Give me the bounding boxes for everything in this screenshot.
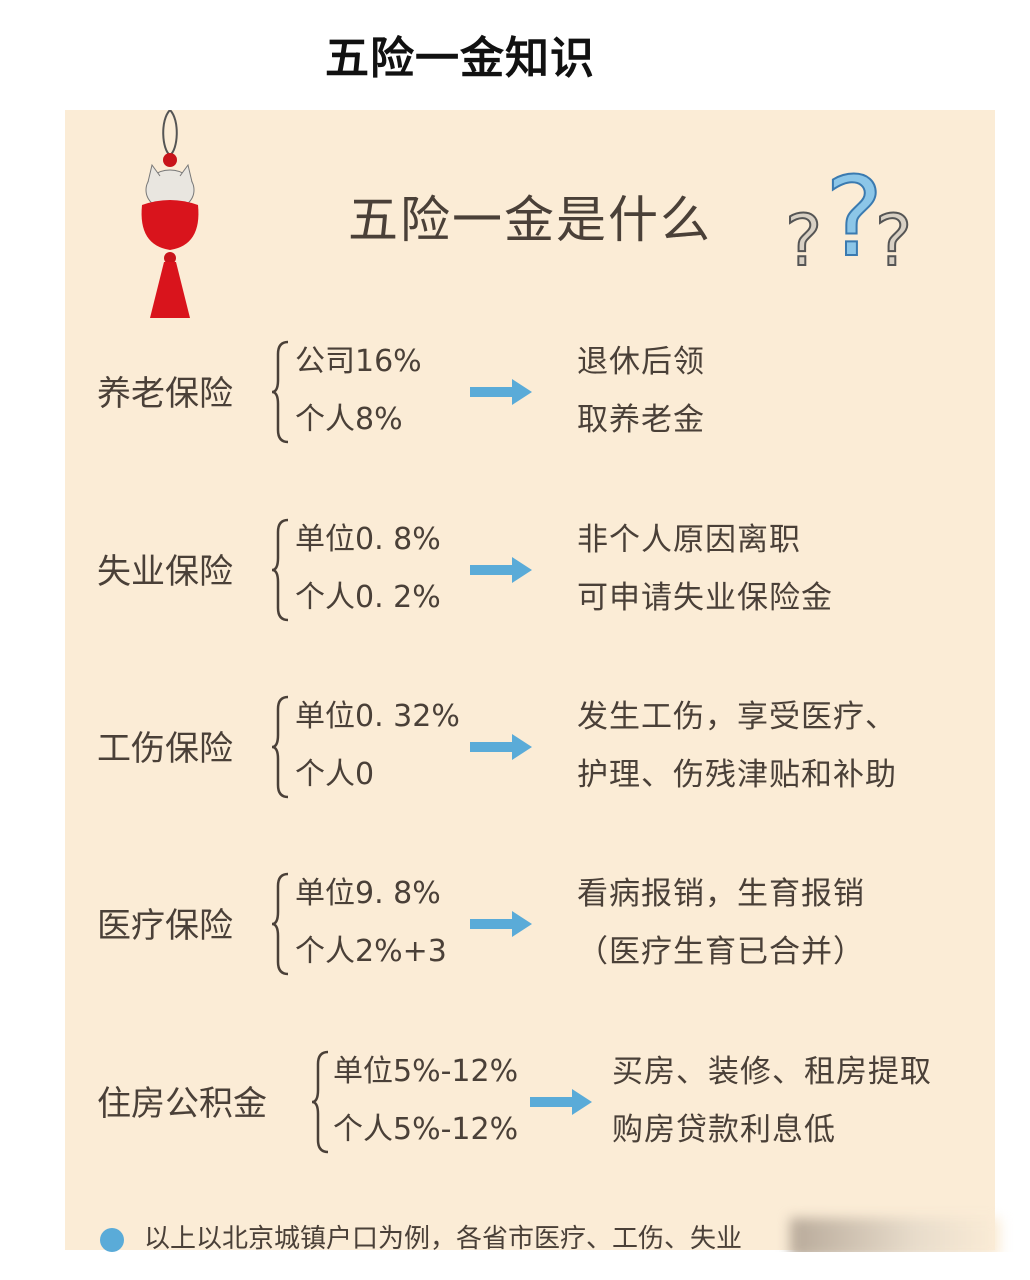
page-title: 五险一金知识 (325, 33, 595, 84)
bullet-dot-icon (100, 1227, 124, 1252)
footnote-text: 以上以北京城镇户口为例，各省市医疗、工伤、失业 (144, 1224, 743, 1254)
insurance-row: 养老保险 公司16% 个人8% 退休后领取养老金 (0, 332, 1030, 452)
employer-rate: 单位0. 8% (295, 522, 441, 557)
benefit-line: 退休后领 (577, 344, 705, 380)
benefit-line: 发生工伤，享受医疗、 (577, 699, 897, 735)
infographic-panel (65, 110, 995, 1250)
brace-icon (271, 340, 289, 444)
benefit-line: 看病报销，生育报销 (577, 876, 865, 912)
svg-text:?: ? (825, 153, 883, 280)
personal-rate: 个人5%-12% (333, 1112, 519, 1147)
brace-icon (271, 695, 289, 799)
insurance-row: 医疗保险 单位9. 8% 个人2%+3 看病报销，生育报销 （医疗生育已合并） (0, 864, 1030, 984)
footnote: 以上以北京城镇户口为例，各省市医疗、工伤、失业 (100, 1222, 742, 1256)
insurance-name: 工伤保险 (97, 729, 233, 769)
svg-text:?: ? (785, 200, 822, 280)
benefit-line: （医疗生育已合并） (577, 934, 865, 970)
brace-icon (271, 518, 289, 622)
benefit-line: 护理、伤残津贴和补助 (577, 757, 897, 793)
arrow-right-icon (470, 734, 532, 760)
arrow-right-icon (470, 557, 532, 583)
brace-icon (311, 1050, 329, 1154)
benefit-line: 可申请失业保险金 (577, 580, 833, 616)
personal-rate: 个人0. 2% (295, 580, 441, 615)
insurance-name: 失业保险 (97, 552, 233, 592)
employer-rate: 单位5%-12% (333, 1054, 519, 1089)
insurance-name: 养老保险 (97, 374, 233, 414)
benefit-line: 买房、装修、租房提取 (612, 1054, 932, 1090)
page-bottom-margin (0, 1252, 1030, 1280)
brace-icon (271, 872, 289, 976)
arrow-right-icon (470, 379, 532, 405)
employer-rate: 单位9. 8% (295, 876, 441, 911)
insurance-name: 住房公积金 (97, 1084, 267, 1124)
personal-rate: 个人0 (295, 757, 375, 792)
arrow-right-icon (530, 1089, 592, 1115)
personal-rate: 个人2%+3 (295, 934, 447, 969)
benefit-line: 非个人原因离职 (577, 522, 801, 558)
insurance-row: 住房公积金 单位5%-12% 个人5%-12% 买房、装修、租房提取购房贷款利息低 (0, 1042, 1030, 1162)
insurance-row: 失业保险 单位0. 8% 个人0. 2% 非个人原因离职可申请失业保险金 (0, 510, 1030, 630)
personal-rate: 个人8% (295, 402, 403, 437)
employer-rate: 单位0. 32% (295, 699, 460, 734)
panel-subtitle: 五险一金是什么 (348, 191, 712, 249)
blurred-area (790, 1218, 1000, 1258)
benefit-line: 取养老金 (577, 402, 705, 438)
employer-rate: 公司16% (295, 344, 422, 379)
lucky-cat-ornament-icon (141, 110, 199, 318)
insurance-name: 医疗保险 (97, 906, 233, 946)
svg-text:?: ? (875, 200, 912, 280)
benefit-line: 购房贷款利息低 (612, 1112, 836, 1148)
insurance-row: 工伤保险 单位0. 32% 个人0 发生工伤，享受医疗、护理、伤残津贴和补助 (0, 687, 1030, 807)
question-marks-icon: ? ? ? (784, 152, 913, 280)
arrow-right-icon (470, 911, 532, 937)
